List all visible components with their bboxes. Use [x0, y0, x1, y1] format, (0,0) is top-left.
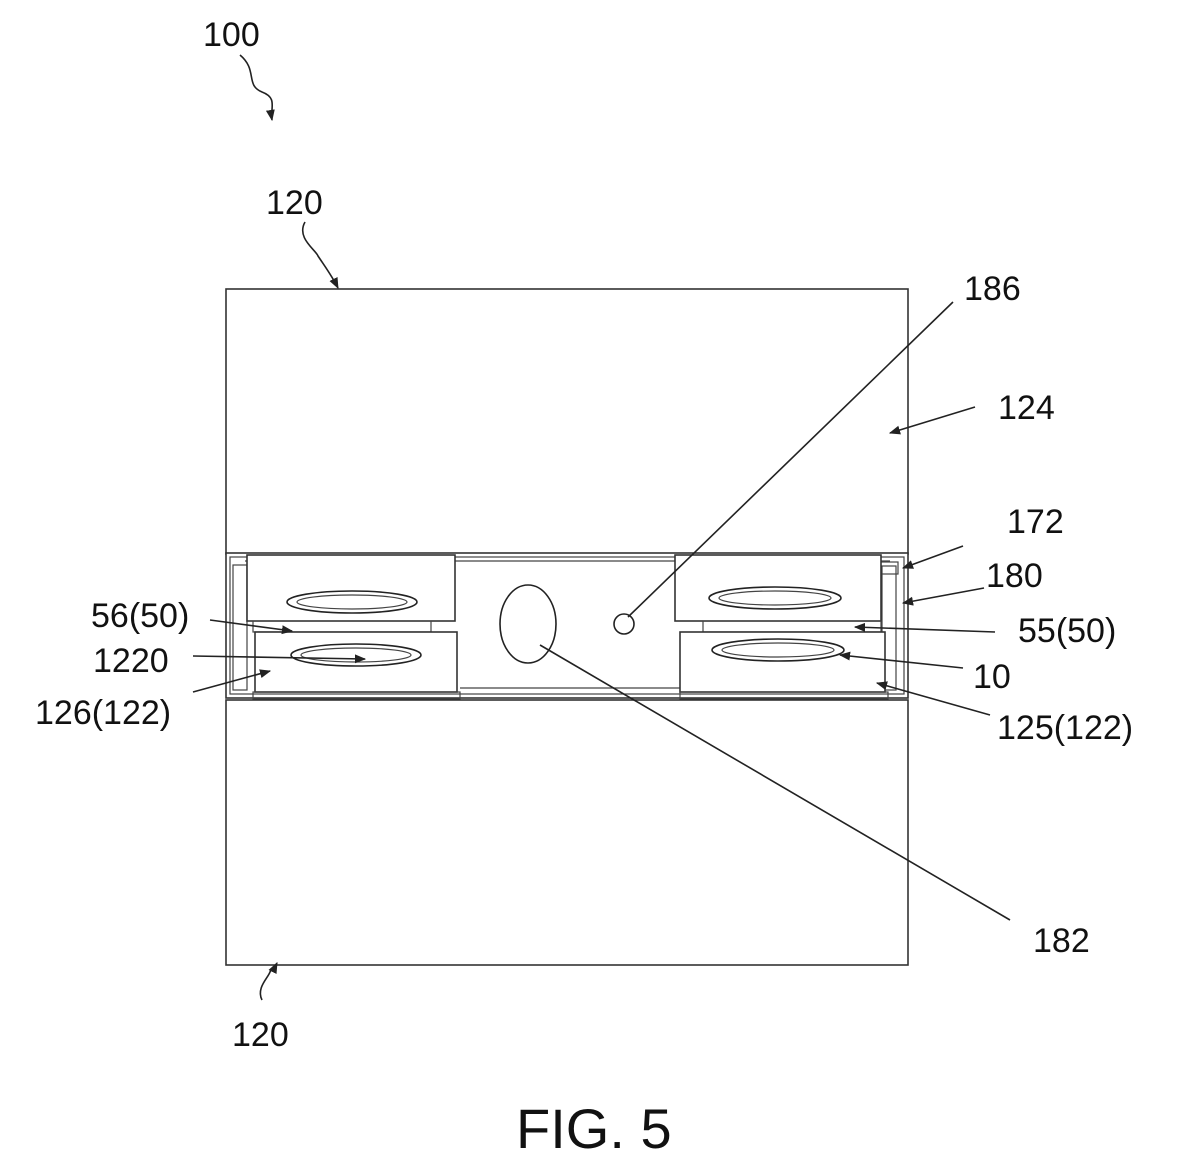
top-module-block: [226, 289, 908, 554]
figure-caption: FIG. 5: [516, 1097, 672, 1153]
leader-180: [903, 588, 984, 603]
label-172: 172: [1007, 503, 1064, 541]
bottom-module-block: [226, 700, 908, 965]
leader-172: [903, 546, 963, 568]
label-55: 55(50): [1018, 612, 1116, 650]
label-100: 100: [203, 16, 260, 54]
label-125: 125(122): [997, 709, 1133, 747]
label-1220: 1220: [93, 642, 169, 680]
label-126: 126(122): [35, 694, 171, 732]
leader-120-top: [303, 222, 338, 288]
label-120-top: 120: [266, 184, 323, 222]
label-56: 56(50): [91, 597, 189, 635]
label-182: 182: [1033, 922, 1090, 960]
leader-100: [240, 55, 272, 120]
label-124: 124: [998, 389, 1055, 427]
leader-120-bottom: [260, 963, 277, 1000]
upper-right-block: [675, 555, 881, 621]
lower-right-block: [680, 632, 885, 692]
upper-left-block: [247, 555, 455, 621]
label-120-bottom: 120: [232, 1016, 289, 1054]
label-186: 186: [964, 270, 1021, 308]
label-10: 10: [973, 658, 1011, 696]
label-180: 180: [986, 557, 1043, 595]
